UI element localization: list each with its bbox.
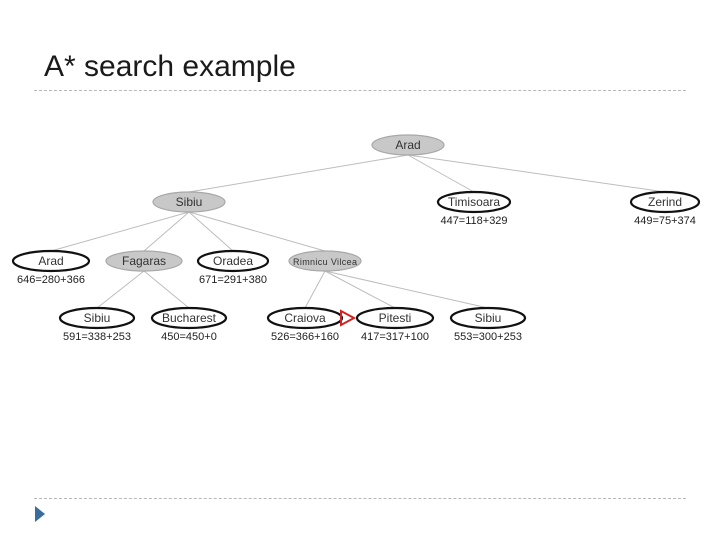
node-label: Arad [38, 254, 63, 268]
tree-edge [143, 211, 190, 252]
node-ellipse [11, 249, 91, 273]
node-score: 447=118+329 [440, 215, 507, 227]
node-label: Bucharest [162, 311, 217, 325]
tree-node-sibiu-3: Sibiu 553=300+253 [449, 306, 527, 343]
tree-edge [96, 270, 145, 309]
slide-title: A* search example [44, 50, 296, 83]
node-label: Sibiu [84, 311, 111, 325]
tree-node-arad-root: Arad [371, 134, 445, 156]
node-label: Oradea [213, 254, 253, 268]
node-score: 553=300+253 [454, 331, 522, 343]
tree-node-sibiu: Sibiu [152, 191, 226, 213]
tree-node-bucharest: Bucharest 450=450+0 [150, 306, 228, 343]
node-score: 417=317+100 [361, 331, 429, 343]
node-score: 646=280+366 [17, 274, 85, 286]
tree-edge [324, 270, 396, 309]
node-ellipse [629, 190, 701, 214]
bullet-arrow-icon [35, 506, 45, 522]
tree-edge [188, 211, 234, 252]
node-ellipse [152, 191, 226, 213]
node-label: Sibiu [475, 311, 502, 325]
node-score: 449=75+374 [634, 215, 696, 227]
node-label: Craiova [284, 311, 326, 325]
node-ellipse [355, 306, 435, 330]
node-label: Rimnicu Vilcea [293, 257, 357, 267]
node-ellipse [449, 306, 527, 330]
node-ellipse [105, 250, 183, 272]
node-ellipse [196, 249, 270, 273]
node-label: Timisoara [448, 195, 501, 209]
selected-node-arrow-icon [340, 309, 357, 327]
tree-edge [143, 270, 190, 309]
tree-node-zerind: Zerind 449=75+374 [629, 190, 701, 227]
node-ellipse [150, 306, 228, 330]
footer-divider [34, 498, 686, 499]
node-ellipse [58, 306, 136, 330]
tree-edge [324, 270, 489, 309]
tree-edge [304, 270, 326, 309]
title-divider [34, 90, 686, 91]
tree-node-rimnicu: Rimnicu Vilcea [288, 250, 362, 272]
tree-edge [407, 154, 475, 193]
node-label: Sibiu [176, 195, 203, 209]
node-label: Fagaras [122, 254, 166, 268]
tree-edge [50, 211, 190, 252]
node-label: Arad [395, 138, 420, 152]
node-label: Pitesti [379, 311, 412, 325]
tree-edge [188, 154, 409, 193]
tree-node-timisoara: Timisoara 447=118+329 [436, 190, 512, 227]
tree-edge [188, 211, 326, 252]
tree-node-fagaras: Fagaras [105, 250, 183, 272]
node-label: Zerind [648, 195, 682, 209]
tree-node-oradea: Oradea 671=291+380 [196, 249, 270, 286]
tree-edge [407, 154, 666, 193]
node-score: 526=366+160 [271, 331, 339, 343]
node-score: 591=338+253 [63, 331, 131, 343]
node-ellipse [288, 250, 362, 272]
tree-node-sibiu-2: Sibiu 591=338+253 [58, 306, 136, 343]
node-score: 671=291+380 [199, 274, 267, 286]
node-ellipse [371, 134, 445, 156]
tree-node-arad-2: Arad 646=280+366 [11, 249, 91, 286]
node-score: 450=450+0 [161, 331, 217, 343]
tree-node-craiova: Craiova 526=366+160 [266, 306, 344, 343]
tree-node-pitesti: Pitesti 417=317+100 [340, 306, 435, 343]
node-ellipse [436, 190, 512, 214]
